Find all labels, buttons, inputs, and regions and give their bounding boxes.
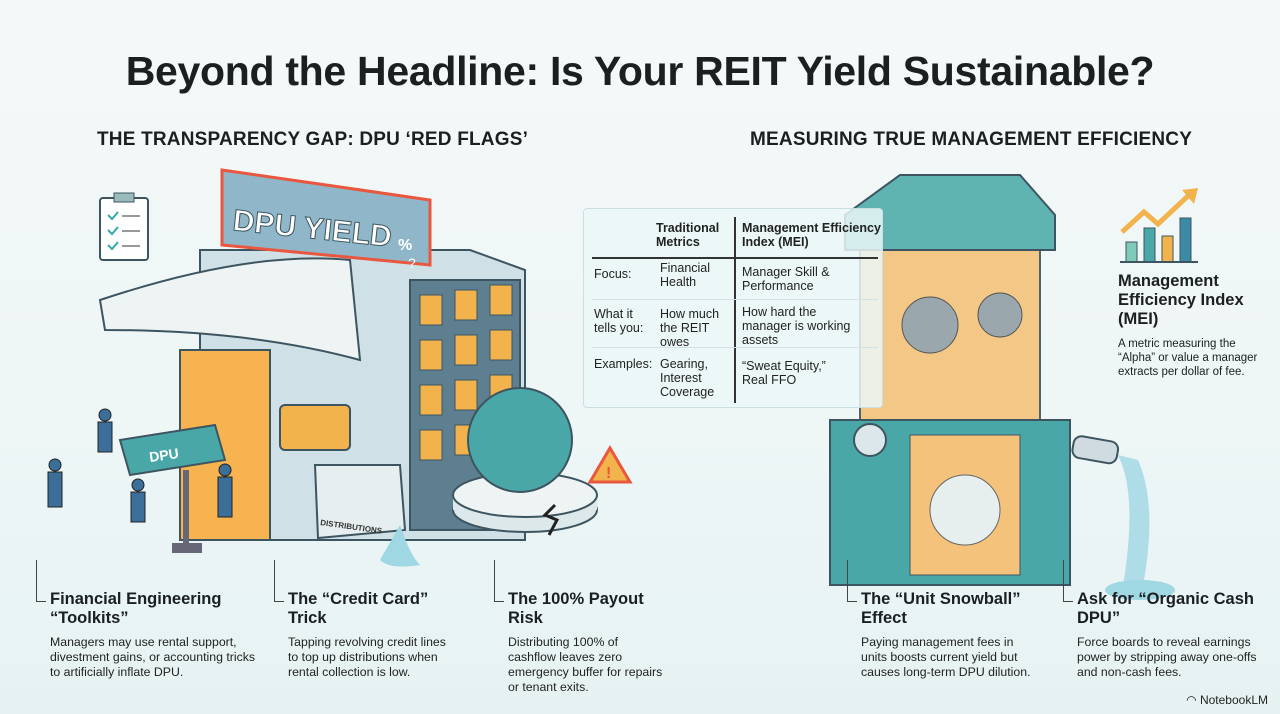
- table-cell: Financial Health: [660, 261, 711, 289]
- table-cell: Gearing, Interest Coverage: [660, 357, 715, 399]
- caption-organic-dpu: Ask for “Organic Cash DPU” Force boards t…: [1063, 560, 1257, 680]
- caption-title: Ask for “Organic Cash DPU”: [1077, 590, 1254, 627]
- table-cell: “Sweat Equity,” Real FFO: [742, 359, 826, 387]
- caption-title: The 100% Payout Risk: [508, 590, 644, 627]
- sign-percent: %: [398, 237, 412, 254]
- caption-title: The “Credit Card” Trick: [288, 590, 429, 627]
- warning-icon: !: [587, 445, 633, 484]
- caption-body: Distributing 100% of cashflow leaves zer…: [508, 635, 663, 694]
- table-cell: How much the REIT owes: [660, 307, 720, 349]
- svg-text:!: !: [606, 465, 611, 482]
- payout-sphere-illustration: [452, 387, 598, 536]
- right-section-heading: MEASURING TRUE MANAGEMENT EFFICIENCY: [750, 129, 1193, 150]
- caption-toolkits: Financial Engineering “Toolkits” Managers…: [36, 560, 265, 680]
- table-cell: Focus:: [594, 267, 632, 281]
- page-title: Beyond the Headline: Is Your REIT Yield …: [125, 48, 1155, 94]
- caption-title: The “Unit Snowball” Effect: [861, 590, 1021, 627]
- caption-body: Force boards to reveal earnings power by…: [1077, 635, 1257, 679]
- left-section-heading: THE TRANSPARENCY GAP: DPU ‘RED FLAGS’: [97, 129, 529, 150]
- caption-body: Managers may use rental support, divestm…: [50, 635, 256, 679]
- caption-body: Paying management fees in units boosts c…: [861, 635, 1031, 679]
- mei-explainer: Management Efficiency Index (MEI) A metr…: [1118, 272, 1268, 379]
- dpu-scale-illustration: [47, 408, 233, 553]
- comparison-table: Traditional Metrics Management Efficienc…: [583, 208, 883, 408]
- mei-tower-illustration: [829, 174, 1175, 600]
- table-cell: What it tells you:: [594, 307, 644, 335]
- sign-question: ?: [408, 255, 416, 271]
- table-cell: Manager Skill & Performance: [742, 265, 830, 293]
- scale-dpu-label: DPU: [148, 445, 180, 465]
- table-cell: How hard the manager is working assets: [742, 305, 851, 347]
- mei-title: Management Efficiency Index (MEI): [1118, 272, 1244, 328]
- table-cell: Examples:: [594, 357, 653, 371]
- table-header-mei: Management Efficiency Index (MEI): [742, 221, 881, 249]
- clipboard-icon: [99, 192, 149, 261]
- mei-body: A metric measuring the “Alpha” or value …: [1118, 338, 1258, 378]
- caption-body: Tapping revolving credit lines to top up…: [288, 635, 446, 679]
- caption-title: Financial Engineering “Toolkits”: [50, 590, 222, 627]
- table-header-traditional: Traditional Metrics: [656, 221, 720, 249]
- brand-name: NotebookLM: [1199, 693, 1268, 707]
- growth-chart-icon: [1120, 188, 1198, 263]
- notebooklm-logo-icon: ◠: [1186, 693, 1200, 707]
- brand-watermark: ◠ NotebookLM: [1186, 693, 1268, 707]
